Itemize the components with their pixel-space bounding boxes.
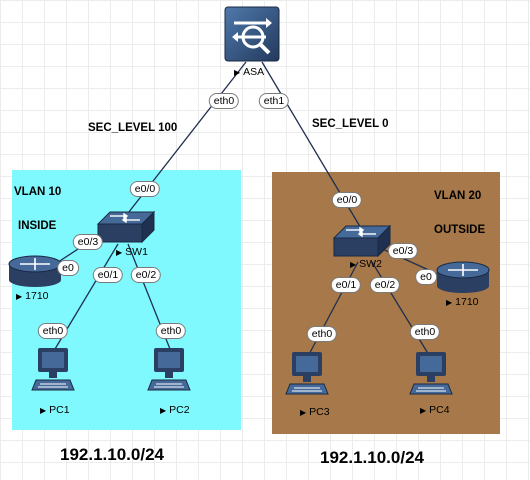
port-pc1-eth0: eth0 xyxy=(37,323,69,339)
port-sw1-e0-3: e0/3 xyxy=(72,234,104,250)
port-sw2-e0-2: e0/2 xyxy=(369,277,401,293)
port-router2-e0: e0 xyxy=(415,269,437,285)
pc-icon[interactable] xyxy=(284,350,330,405)
pc-icon[interactable] xyxy=(146,346,192,401)
port-pc3-eth0: eth0 xyxy=(306,326,338,342)
inside-vlan-label: VLAN 10 xyxy=(14,186,62,198)
inside-zone-label: INSIDE xyxy=(18,220,57,232)
port-sw1-e0-2: e0/2 xyxy=(130,267,162,283)
router-inside-label: ▶1710 xyxy=(16,290,49,302)
router-outside-label: ▶1710 xyxy=(446,296,479,308)
outside-zone-label: OUTSIDE xyxy=(434,224,486,236)
link-asa-sw2 xyxy=(261,61,369,241)
sw2-label: ▶SW2 xyxy=(350,258,382,270)
asa-label: ▶ASA xyxy=(234,66,265,78)
link-asa-sw1 xyxy=(117,61,247,227)
sec-level-outside: SEC_LEVEL 0 xyxy=(312,118,389,130)
port-sw2-e0-3: e0/3 xyxy=(387,243,419,259)
inside-subnet-label: 192.1.10.0/24 xyxy=(60,445,164,464)
port-asa-eth0: eth0 xyxy=(208,93,240,109)
pc3-label: ▶PC3 xyxy=(300,406,330,418)
port-asa-eth1: eth1 xyxy=(258,93,290,109)
port-sw1-e0-1: e0/1 xyxy=(92,267,124,283)
pc-icon[interactable] xyxy=(408,350,454,405)
outside-vlan-label: VLAN 20 xyxy=(434,190,482,202)
asa-firewall-icon[interactable] xyxy=(224,6,280,67)
pc4-label: ▶PC4 xyxy=(420,404,450,416)
port-sw1-e0-0: e0/0 xyxy=(129,181,161,197)
switch-icon[interactable] xyxy=(332,224,392,263)
router-icon[interactable] xyxy=(436,260,490,299)
outside-subnet-label: 192.1.10.0/24 xyxy=(320,448,424,467)
port-sw2-e0-0: e0/0 xyxy=(331,192,363,208)
switch-icon[interactable] xyxy=(96,210,156,249)
port-sw2-e0-1: e0/1 xyxy=(330,277,362,293)
port-router1-e0: e0 xyxy=(57,260,79,276)
router-icon[interactable] xyxy=(8,254,62,293)
port-pc2-eth0: eth0 xyxy=(155,323,187,339)
port-pc4-eth0: eth0 xyxy=(409,324,441,340)
sec-level-inside: SEC_LEVEL 100 xyxy=(88,122,178,134)
pc2-label: ▶PC2 xyxy=(160,404,190,416)
sw1-label: ▶SW1 xyxy=(116,246,148,258)
pc-icon[interactable] xyxy=(30,346,76,401)
pc1-label: ▶PC1 xyxy=(40,404,70,416)
